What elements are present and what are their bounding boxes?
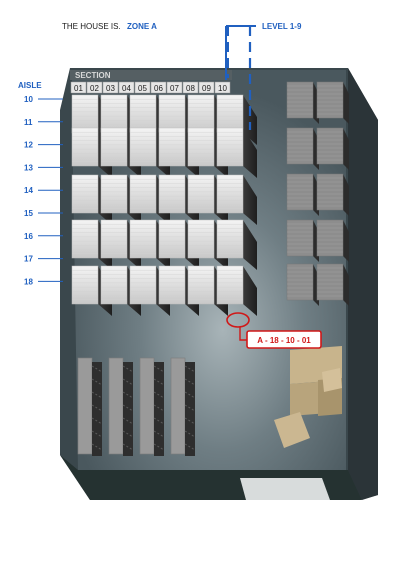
- shelving-unit-right: [316, 173, 349, 216]
- section-cell-10: [214, 81, 231, 94]
- section-number-row: 01 02 03 04 05 06 07 08 09 10: [70, 81, 231, 94]
- shelving-unit: [216, 219, 257, 270]
- aisle-number: 12: [24, 141, 33, 150]
- section-number: 07: [170, 84, 179, 93]
- header-prefix: THE HOUSE IS.: [62, 22, 121, 31]
- pallet-stack: [274, 346, 342, 448]
- section-cell-03: [102, 81, 119, 94]
- shelving-unit-right: [316, 81, 349, 124]
- section-number: 02: [90, 84, 99, 93]
- section-number: 04: [122, 84, 131, 93]
- section-number: 06: [154, 84, 163, 93]
- section-cell-02: [86, 81, 103, 94]
- shelving-unit-right: [316, 127, 349, 170]
- floor-rack-column: [170, 357, 196, 456]
- shelving-unit: [216, 94, 257, 145]
- section-number: 05: [138, 84, 147, 93]
- section-title: SECTION: [75, 71, 111, 80]
- aisle-number: 11: [24, 118, 33, 127]
- location-code: A - 18 - 10 - 01: [257, 336, 311, 345]
- section-cell-08: [182, 81, 199, 94]
- aisle-number: 15: [24, 209, 33, 218]
- aisle-number: 18: [24, 277, 33, 286]
- right-rack-layer: [286, 81, 349, 306]
- section-number: 01: [74, 84, 83, 93]
- shelving-unit-right: [316, 263, 349, 306]
- aisle-number: 14: [24, 186, 33, 195]
- shelving-unit-right: [286, 127, 319, 170]
- header-zone: ZONE A: [127, 22, 157, 31]
- room-right-wall: [348, 68, 378, 500]
- section-header-bar: [70, 70, 232, 80]
- section-cell-01: [70, 81, 87, 94]
- floor-rack-column: [77, 357, 103, 456]
- section-cell-09: [198, 81, 215, 94]
- floor-rack-column: [108, 357, 134, 456]
- shelving-unit-right: [286, 81, 319, 124]
- location-marker-leader: [239, 327, 248, 341]
- section-number: 03: [106, 84, 115, 93]
- aisle-number: 16: [24, 232, 33, 241]
- shelving-unit-right: [286, 219, 319, 262]
- section-cell-05: [134, 81, 151, 94]
- level-label: LEVEL 1-9: [262, 22, 302, 31]
- shelving-unit-right: [316, 219, 349, 262]
- section-cell-07: [166, 81, 183, 94]
- section-cell-06: [150, 81, 167, 94]
- rack-layer: [71, 94, 257, 316]
- shelving-unit-right: [286, 173, 319, 216]
- shelving-unit: [216, 174, 257, 225]
- shelving-unit-right: [286, 263, 319, 306]
- aisle-label: AISLE: [18, 81, 42, 90]
- section-number: 09: [202, 84, 211, 93]
- location-marker-circle: [226, 312, 250, 328]
- aisle-number: 10: [24, 95, 33, 104]
- aisle-number-column: 10 11 12 13 14 15 16 17 18: [24, 95, 63, 286]
- level-indicator: [225, 25, 256, 130]
- floor-rack-column: [139, 357, 165, 456]
- location-code-box: [246, 330, 322, 349]
- low-rack-layer: [77, 357, 196, 456]
- shelving-unit: [216, 265, 257, 316]
- section-cell-04: [118, 81, 135, 94]
- shelving-unit: [216, 127, 257, 178]
- aisle-number: 17: [24, 255, 33, 264]
- section-number: 10: [218, 84, 227, 93]
- aisle-number: 13: [24, 163, 33, 172]
- section-number: 08: [186, 84, 195, 93]
- doorway: [240, 478, 330, 500]
